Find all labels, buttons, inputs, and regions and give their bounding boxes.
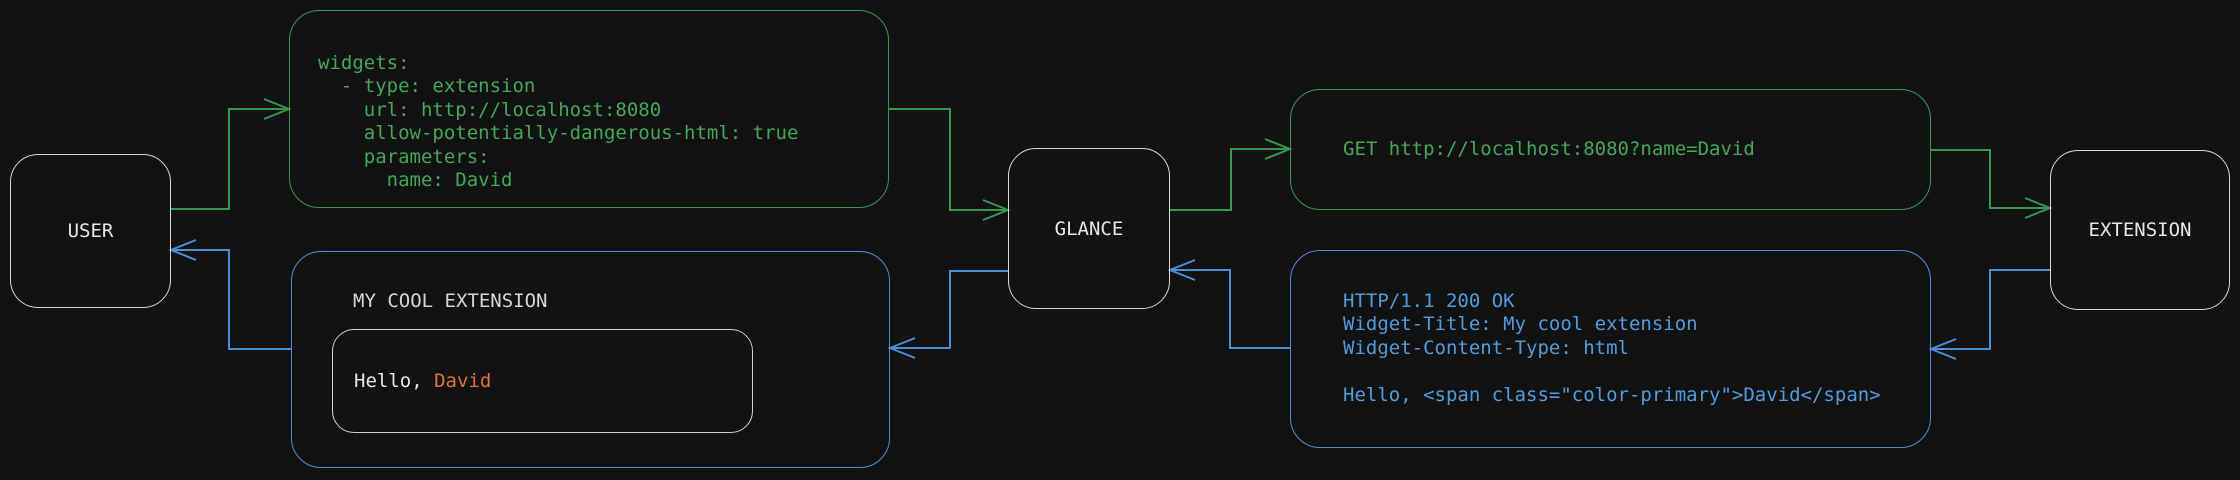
- widget-greeting: Hello, David: [354, 370, 491, 392]
- rendered-widget-box: MY COOL EXTENSION Hello, David: [291, 251, 890, 468]
- node-user: USER: [10, 154, 171, 308]
- http-response-box: HTTP/1.1 200 OK Widget-Title: My cool ex…: [1290, 250, 1931, 448]
- config-yaml-box: widgets: - type: extension url: http://l…: [289, 10, 889, 208]
- greeting-prefix: Hello,: [354, 370, 435, 392]
- arrow-glance-to-request: [1170, 138, 1293, 211]
- arrow-request-to-extension: [1931, 149, 2053, 219]
- node-user-label: USER: [67, 220, 114, 242]
- arrow-config-to-glance: [889, 108, 1011, 221]
- config-yaml-code: widgets: - type: extension url: http://l…: [318, 52, 799, 192]
- arrow-glance-to-widget: [887, 270, 1008, 359]
- widget-title: MY COOL EXTENSION: [353, 290, 548, 312]
- node-glance: GLANCE: [1008, 148, 1170, 309]
- node-glance-label: GLANCE: [1054, 217, 1124, 240]
- node-extension-label: EXTENSION: [2088, 219, 2192, 241]
- http-request-line: GET http://localhost:8080?name=David: [1343, 137, 1755, 160]
- arrow-widget-to-user: [168, 239, 291, 350]
- http-response-code: HTTP/1.1 200 OK Widget-Title: My cool ex…: [1343, 290, 1881, 406]
- node-extension: EXTENSION: [2050, 150, 2230, 310]
- arrow-response-to-glance: [1167, 259, 1290, 349]
- arrow-user-to-config: [171, 98, 292, 210]
- widget-content-frame: Hello, David: [332, 329, 753, 433]
- http-request-box: GET http://localhost:8080?name=David: [1290, 89, 1931, 210]
- greeting-name: David: [434, 370, 492, 392]
- arrow-extension-to-response: [1928, 269, 2050, 360]
